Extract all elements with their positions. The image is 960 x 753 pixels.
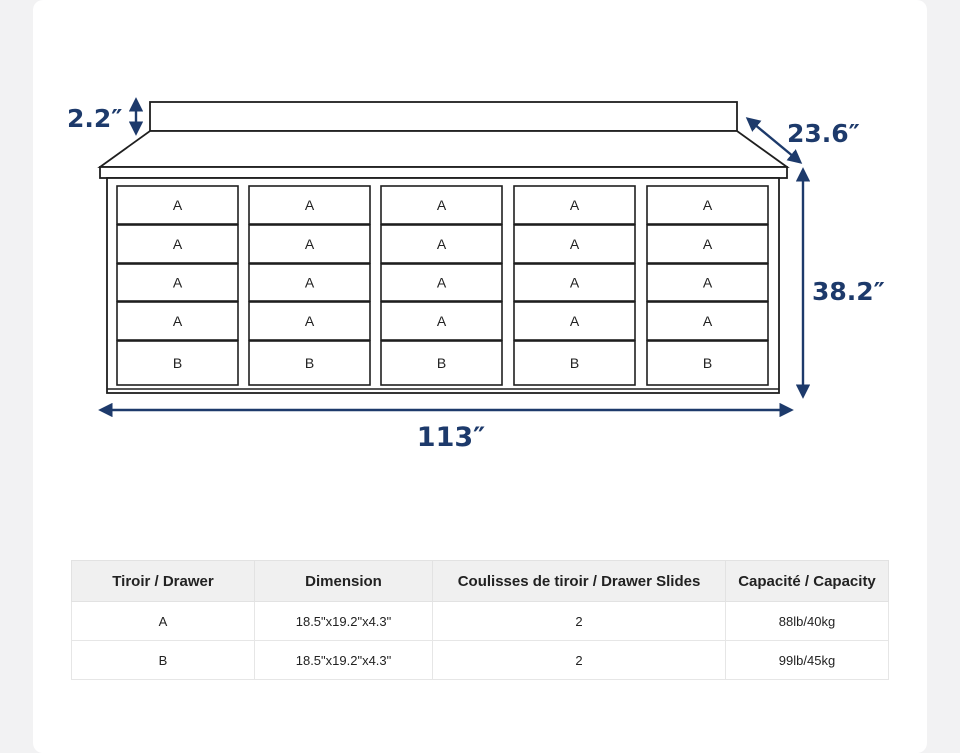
width-label: 113″ (417, 422, 485, 453)
drawer-label: A (437, 275, 447, 291)
header-drawer-slides: Coulisses de tiroir / Drawer Slides (432, 560, 726, 602)
drawer-label: B (703, 355, 712, 371)
backsplash-height-label: 2.2″ (67, 104, 122, 133)
drawer-label: A (570, 197, 580, 213)
drawer-label: A (703, 313, 713, 329)
drawer-label: B (437, 355, 446, 371)
drawer (646, 224, 769, 264)
height-label: 38.2″ (812, 277, 885, 306)
drawer-label: A (703, 275, 713, 291)
cell-drawer-slides: 2 (432, 640, 726, 680)
drawer (513, 185, 636, 225)
drawer (513, 301, 636, 341)
drawer (116, 185, 239, 225)
drawer (513, 263, 636, 302)
drawer (646, 301, 769, 341)
drawer (380, 301, 503, 341)
cell-drawer-slides: 2 (432, 601, 726, 641)
drawer (646, 263, 769, 302)
header-dimension: Dimension (254, 560, 433, 602)
countertop-edge (99, 166, 788, 179)
drawer-label: A (570, 236, 580, 252)
cell-drawer: A (71, 601, 255, 641)
drawer-label: B (305, 355, 314, 371)
drawer-label: A (305, 313, 315, 329)
drawer (646, 340, 769, 386)
drawer-label: B (173, 355, 182, 371)
drawer (380, 224, 503, 264)
workbench-diagram: A A A A B A A A A B A A A A B A A A A B A A A A B 2.2″ 23.6″ 38.… (67, 97, 885, 453)
drawer (380, 340, 503, 386)
drawer-label: B (570, 355, 579, 371)
drawer (513, 340, 636, 386)
drawer (248, 263, 371, 302)
cell-drawer: B (71, 640, 255, 680)
drawer-label: A (173, 313, 183, 329)
cell-capacity: 88lb/40kg (725, 601, 889, 641)
header-drawer: Tiroir / Drawer (71, 560, 255, 602)
drawer-label: A (703, 236, 713, 252)
drawer-label: A (305, 236, 315, 252)
drawer-label: A (305, 275, 315, 291)
drawer (116, 301, 239, 341)
table-row: B 18.5"x19.2"x4.3" 2 99lb/45kg (71, 640, 889, 680)
drawer (513, 224, 636, 264)
table-row: A 18.5"x19.2"x4.3" 2 88lb/40kg (71, 601, 889, 641)
header-capacity: Capacité / Capacity (725, 560, 889, 602)
backsplash (149, 101, 738, 132)
drawer (248, 185, 371, 225)
depth-label: 23.6″ (787, 119, 860, 148)
drawer (116, 340, 239, 386)
cell-dimension: 18.5"x19.2"x4.3" (254, 640, 433, 680)
drawer (248, 340, 371, 386)
drawer (380, 263, 503, 302)
drawer-grid: A A A A B A A A A B A A A A B A A A A B A A A A B (116, 185, 769, 386)
drawer-label: A (173, 236, 183, 252)
countertop-surface (97, 130, 790, 168)
drawer (116, 263, 239, 302)
drawer-label: A (173, 197, 183, 213)
drawer-spec-table: Tiroir / Drawer Dimension Coulisses de t… (71, 560, 889, 680)
depth-dimension-arrow (745, 117, 803, 164)
drawer (380, 185, 503, 225)
drawer (646, 185, 769, 225)
drawer-label: A (703, 197, 713, 213)
cell-capacity: 99lb/45kg (725, 640, 889, 680)
drawer (248, 301, 371, 341)
drawer-label: A (437, 197, 447, 213)
drawer-label: A (570, 275, 580, 291)
drawer-label: A (305, 197, 315, 213)
drawer (248, 224, 371, 264)
drawer-label: A (437, 313, 447, 329)
table-header-row: Tiroir / Drawer Dimension Coulisses de t… (71, 560, 889, 602)
drawer-label: A (173, 275, 183, 291)
cell-dimension: 18.5"x19.2"x4.3" (254, 601, 433, 641)
drawer-label: A (570, 313, 580, 329)
drawer-label: A (437, 236, 447, 252)
drawer (116, 224, 239, 264)
